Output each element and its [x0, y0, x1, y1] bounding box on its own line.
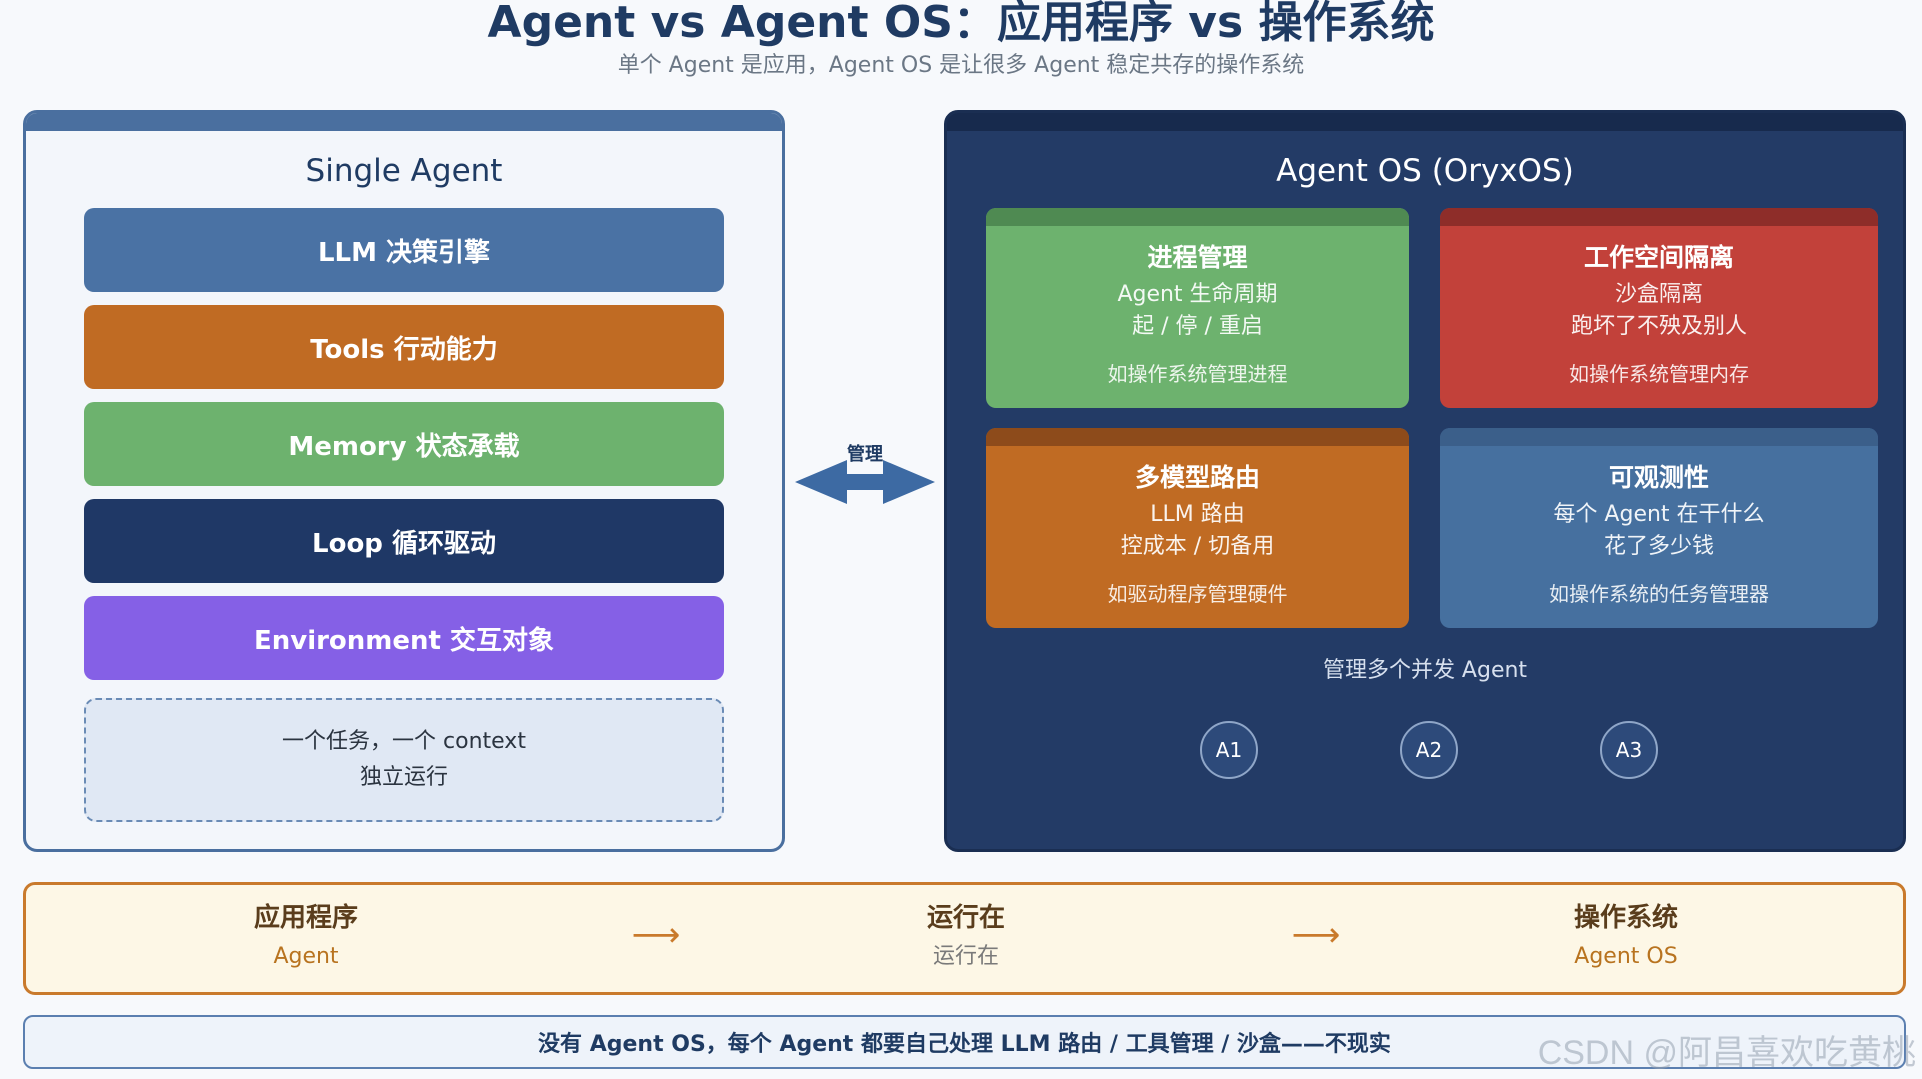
agent-node-a3: A3: [1600, 721, 1658, 779]
note-line-1: 一个任务，一个 context: [282, 729, 526, 754]
flow-item-runs-on: 运行在 运行在: [816, 901, 1116, 973]
connector-label: 管理: [847, 444, 883, 465]
flow-item-operating-system: 操作系统 Agent OS: [1476, 901, 1776, 973]
card-band: [986, 428, 1409, 446]
card-footer: 如驱动程序管理硬件: [1107, 582, 1288, 606]
card-band: [1440, 428, 1878, 446]
card-title: 工作空间隔离: [1583, 243, 1734, 272]
card-line-2: 跑坏了不殃及别人: [1570, 314, 1747, 339]
card-line-2: 花了多少钱: [1603, 534, 1714, 559]
card-footer: 如操作系统管理进程: [1107, 362, 1288, 386]
single-agent-note: 一个任务，一个 context 独立运行: [84, 698, 724, 822]
card-line-1: 沙盒隔离: [1614, 282, 1703, 307]
flow-item-title: 操作系统: [1573, 903, 1678, 933]
single-agent-panel: Single Agent LLM 决策引擎 Tools 行动能力 Memory …: [23, 110, 785, 852]
page-title: Agent vs Agent OS：应用程序 vs 操作系统: [487, 0, 1435, 48]
flow-item-sub: 运行在: [932, 944, 999, 969]
card-band: [1440, 208, 1878, 226]
card-title: 多模型路由: [1134, 463, 1260, 492]
flow-item-sub: Agent OS: [1574, 944, 1678, 969]
layer-memory: Memory 状态承载: [84, 402, 724, 486]
watermark: CSDN @阿昌喜欢吃黄桃: [1537, 1034, 1916, 1072]
card-band: [986, 208, 1409, 226]
agent-os-panel: Agent OS (OryxOS) 进程管理 Agent 生命周期 起 / 停 …: [944, 110, 1906, 852]
note-line-2: 独立运行: [359, 765, 448, 790]
flow-item-title: 运行在: [926, 903, 1005, 933]
page-subtitle: 单个 Agent 是应用，Agent OS 是让很多 Agent 稳定共存的操作…: [617, 53, 1305, 78]
panel-top-bar: [947, 113, 1903, 131]
right-arrow-icon: ⟶: [1291, 915, 1341, 955]
layer-llm: LLM 决策引擎: [84, 208, 724, 292]
flow-item-title: 应用程序: [253, 903, 358, 933]
card-title: 进程管理: [1147, 243, 1248, 272]
agent-node-a1: A1: [1200, 721, 1258, 779]
card-line-1: LLM 路由: [1150, 502, 1245, 527]
flow-item-sub: Agent: [273, 944, 339, 969]
card-observability: 可观测性 每个 Agent 在干什么 花了多少钱 如操作系统的任务管理器: [1440, 428, 1878, 628]
agent-node-a2: A2: [1400, 721, 1458, 779]
card-line-1: Agent 生命周期: [1117, 282, 1278, 307]
layer-tools: Tools 行动能力: [84, 305, 724, 389]
card-title: 可观测性: [1608, 463, 1709, 492]
card-line-2: 起 / 停 / 重启: [1132, 314, 1263, 339]
right-arrow-icon: ⟶: [631, 915, 681, 955]
card-line-2: 控成本 / 切备用: [1120, 534, 1275, 559]
layer-environment: Environment 交互对象: [84, 596, 724, 680]
card-process-management: 进程管理 Agent 生命周期 起 / 停 / 重启 如操作系统管理进程: [986, 208, 1409, 408]
bottom-note-bar: 没有 Agent OS，每个 Agent 都要自己处理 LLM 路由 / 工具管…: [23, 1015, 1906, 1069]
single-agent-title: Single Agent: [305, 153, 503, 189]
agent-os-title: Agent OS (OryxOS): [1276, 153, 1574, 189]
double-arrow-icon: [795, 460, 935, 504]
flow-row: 应用程序 Agent ⟶ 运行在 运行在 ⟶ 操作系统 Agent OS: [23, 882, 1906, 995]
agents-caption: 管理多个并发 Agent: [1322, 658, 1528, 683]
card-footer: 如操作系统管理内存: [1569, 362, 1749, 386]
panel-top-bar: [26, 113, 782, 131]
card-footer: 如操作系统的任务管理器: [1549, 582, 1769, 606]
flow-item-application: 应用程序 Agent: [156, 901, 456, 973]
card-line-1: 每个 Agent 在干什么: [1553, 502, 1765, 527]
card-workspace-isolation: 工作空间隔离 沙盒隔离 跑坏了不殃及别人 如操作系统管理内存: [1440, 208, 1878, 408]
card-multi-model-routing: 多模型路由 LLM 路由 控成本 / 切备用 如驱动程序管理硬件: [986, 428, 1409, 628]
layer-loop: Loop 循环驱动: [84, 499, 724, 583]
